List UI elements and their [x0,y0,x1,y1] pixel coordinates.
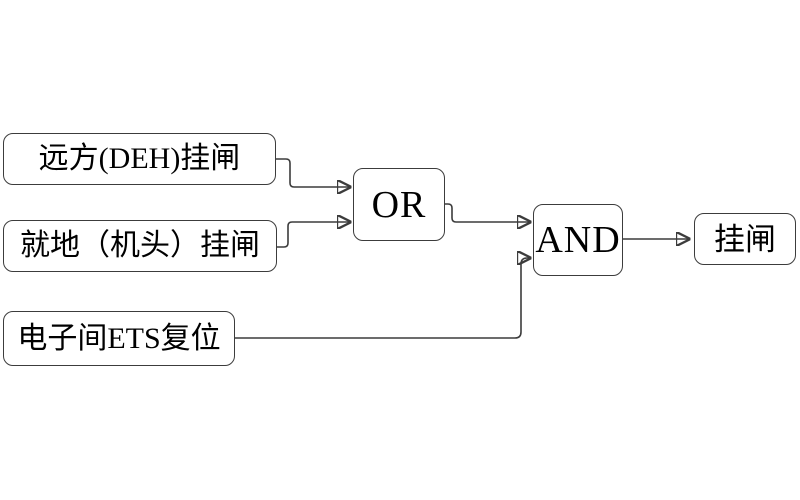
node-or-gate-label: OR [371,183,427,226]
node-ets-reset: 电子间ETS复位 [3,311,235,366]
connector-local-to-or [277,222,350,248]
node-or-gate: OR [353,168,445,241]
connector-or-to-and [444,203,530,222]
node-remote-deh-latch: 远方(DEH)挂闸 [3,133,276,185]
node-ets-reset-label: 电子间ETS复位 [17,321,221,355]
connector-remote-to-or [276,158,350,187]
node-and-gate: AND [533,204,623,276]
node-output-latch: 挂闸 [694,213,796,265]
node-output-latch-label: 挂闸 [714,221,776,257]
node-local-head-latch-label: 就地（机头）挂闸 [20,229,260,262]
node-and-gate-label: AND [535,219,621,261]
connector-ets-to-and [235,258,530,339]
node-local-head-latch: 就地（机头）挂闸 [3,220,277,272]
node-remote-deh-latch-label: 远方(DEH)挂闸 [38,142,241,175]
